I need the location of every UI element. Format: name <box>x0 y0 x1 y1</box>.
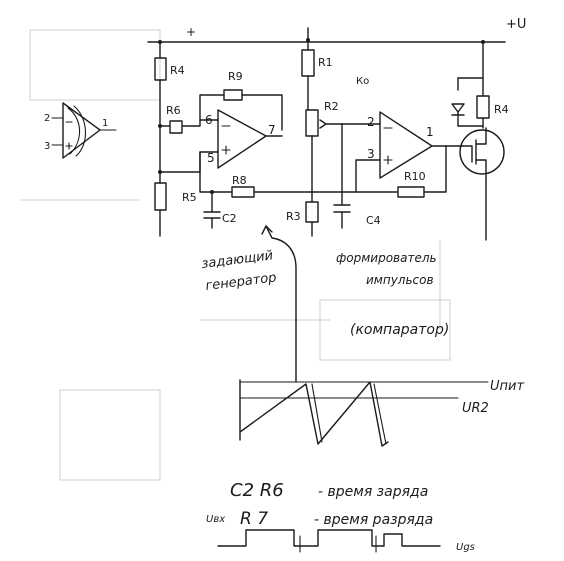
pulse-tail-mark: Ugs <box>456 542 475 553</box>
u2-inv-pin: 2 <box>367 115 375 129</box>
discharge-text: - время разряда <box>314 512 433 528</box>
u-supply-label: Uпит <box>490 379 524 394</box>
generator-circuit: R4 R6 R9 6 7 5 R5 C2 R8 <box>154 41 357 237</box>
u2-out-pin: 1 <box>426 125 434 139</box>
timing-notes: C2 R6 - время заряда Uвх R 7 - время раз… <box>206 480 433 529</box>
r3-label: R3 <box>286 210 301 223</box>
generator-caption-line2: генератор <box>205 270 278 294</box>
generator-caption-line1: задающий <box>201 248 274 272</box>
sym-inv-pin: 2 <box>44 113 50 124</box>
paper-bleed-through <box>20 29 451 481</box>
u-r2-label: UR2 <box>462 401 489 416</box>
sym-out-pin: 1 <box>102 118 108 129</box>
u1-noninv-pin: 5 <box>207 151 215 165</box>
c2-label: C2 <box>222 212 237 225</box>
reference-divider: R1 R2 R3 Ко C4 <box>286 27 381 237</box>
r2-label: R2 <box>324 100 339 113</box>
r8-label: R8 <box>232 174 247 187</box>
r9-label: R9 <box>228 70 243 83</box>
r6-label: R6 <box>166 104 181 117</box>
comparator-circuit: 2 3 1 R10 <box>341 111 463 198</box>
charge-components: C2 R6 <box>230 480 284 501</box>
shaper-caption-line2: импульсов <box>366 273 434 287</box>
comparator-caption: (компаратор) <box>350 322 449 338</box>
r2-star-mark: Ко <box>356 76 369 87</box>
output-stage: R4 <box>451 41 509 241</box>
generator-caption: задающий генератор <box>201 225 297 383</box>
r4-right-label: R4 <box>494 103 509 116</box>
r1-label: R1 <box>318 56 333 69</box>
sawtooth-waveform: Uпит UR2 <box>239 379 524 447</box>
opamp-symbol-sketch: 2 3 1 <box>44 102 117 159</box>
discharge-component: R 7 <box>240 509 268 529</box>
supply-rail: + +U <box>147 17 526 44</box>
r5-label: R5 <box>182 191 197 204</box>
charge-text: - время заряда <box>318 484 428 500</box>
u2-noninv-pin: 3 <box>367 147 375 161</box>
u1-out-pin: 7 <box>268 123 276 137</box>
shaper-caption: формирователь импульсов (компаратор) <box>336 251 449 338</box>
shaper-caption-line1: формирователь <box>336 251 437 265</box>
r4-left-label: R4 <box>170 64 185 77</box>
discharge-input-label: Uвх <box>206 514 225 525</box>
r10-label: R10 <box>404 170 426 183</box>
u1-inv-pin: 6 <box>205 113 213 127</box>
c4-label: C4 <box>366 214 381 227</box>
supply-plus-v: +U <box>506 17 526 32</box>
pulse-train: Ugs <box>217 529 475 553</box>
supply-plus-mark: + <box>186 25 196 39</box>
sym-noninv-pin: 3 <box>44 141 50 152</box>
